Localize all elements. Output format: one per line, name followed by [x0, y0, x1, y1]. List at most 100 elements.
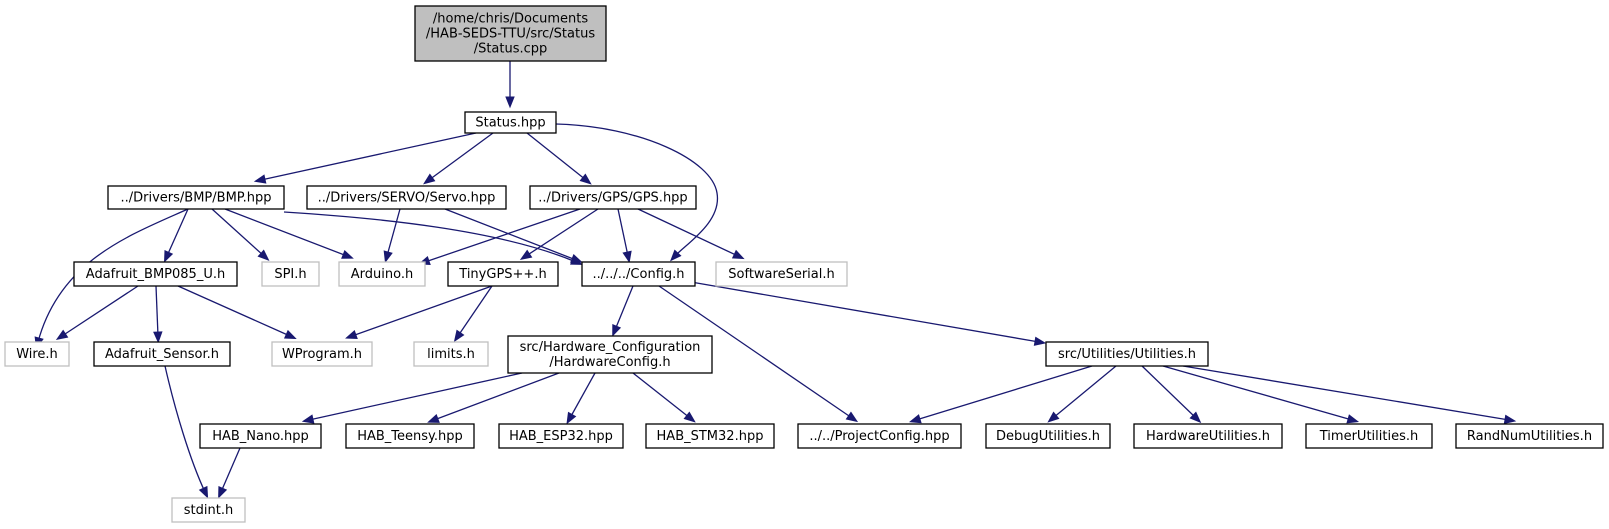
node-label: TinyGPS++.h: [458, 267, 546, 282]
edge-line: [690, 281, 1040, 343]
edge-line: [166, 208, 189, 257]
node-box: [306, 185, 507, 210]
edge-status_hpp-to-gps_hpp: [526, 132, 592, 185]
node-stdint-h: stdint.h: [171, 497, 246, 523]
edge-line: [525, 208, 599, 257]
edge-line: [658, 285, 853, 419]
node-box: [464, 111, 557, 134]
edge-line: [444, 208, 577, 261]
node-box: [1455, 423, 1604, 449]
edge-line: [428, 132, 494, 181]
edge-status_cpp-to-status_hpp: [505, 61, 515, 109]
node-utilities[interactable]: src/Utilities/Utilities.h: [1045, 341, 1209, 367]
node-adafruit-bmp[interactable]: Adafruit_BMP085_U.h: [73, 261, 238, 287]
edge-utilities-to-timerutil: [1162, 365, 1360, 424]
node-label: ../Drivers/GPS/GPS.hpp: [538, 191, 687, 206]
edge-line: [1052, 365, 1117, 419]
edge-line: [224, 208, 348, 257]
arrowhead-icon: [1047, 411, 1060, 423]
node-label: Adafruit_BMP085_U.h: [86, 267, 225, 282]
node-label: /Status.cpp: [474, 42, 548, 57]
edge-config_h-to-utilities: [690, 281, 1047, 346]
node-status-hpp[interactable]: Status.hpp: [464, 111, 557, 134]
node-label: Arduino.h: [351, 267, 413, 282]
edge-line: [351, 285, 493, 337]
edge-adafruit_bmp-to-wprogram: [177, 285, 297, 339]
edge-gps_hpp-to-softserial: [637, 208, 745, 260]
node-hab-esp32[interactable]: HAB_ESP32.hpp: [498, 423, 624, 449]
arrowhead-icon: [153, 331, 163, 344]
node-label: /HAB-SEDS-TTU/src/Status: [426, 27, 595, 42]
edge-status_hpp-to-servo_hpp: [423, 132, 494, 185]
node-label: ../Drivers/BMP/BMP.hpp: [121, 191, 272, 206]
edge-line: [308, 372, 523, 421]
node-box: [645, 423, 775, 449]
arrowhead-icon: [566, 411, 577, 425]
node-adafruit-sensor[interactable]: Adafruit_Sensor.h: [93, 341, 231, 367]
node-tinygps[interactable]: TinyGPS++.h: [447, 261, 559, 287]
edge-utilities-to-randutil: [1182, 365, 1517, 424]
node-hwconfig[interactable]: src/Hardware_Configuration/HardwareConfi…: [507, 335, 713, 374]
edge-servo_hpp-to-arduino_h: [383, 208, 401, 264]
node-label: SPI.h: [274, 267, 306, 282]
edge-servo_hpp-to-config_h: [444, 208, 583, 263]
node-box: [529, 185, 697, 210]
edge-utilities-to-debugutil: [1047, 365, 1117, 423]
node-randutil[interactable]: RandNumUtilities.h: [1455, 423, 1604, 449]
edge-adafruit_bmp-to-wire_h: [55, 285, 139, 341]
node-label: ../../../Config.h: [592, 267, 684, 282]
node-projconfig[interactable]: ../../ProjectConfig.hpp: [797, 423, 962, 449]
node-hwutil[interactable]: HardwareUtilities.h: [1133, 423, 1283, 449]
arrowhead-icon: [198, 485, 209, 499]
node-label: HAB_Teensy.hpp: [357, 429, 463, 444]
arrowhead-icon: [579, 173, 592, 185]
node-spi-h: SPI.h: [261, 261, 320, 287]
edge-hwconfig-to-hab_nano: [301, 372, 523, 424]
edge-status_hpp-to-bmp_hpp: [253, 132, 477, 184]
edge-line: [569, 372, 596, 419]
node-debugutil[interactable]: DebugUtilities.h: [985, 423, 1111, 449]
node-softserial: SoftwareSerial.h: [715, 261, 848, 287]
node-status-cpp[interactable]: /home/chris/Documents/HAB-SEDS-TTU/src/S…: [414, 5, 607, 62]
node-timerutil[interactable]: TimerUtilities.h: [1305, 423, 1433, 449]
edge-line: [433, 372, 560, 421]
edge-adafruit_sensor-to-stdint_h: [164, 365, 209, 499]
edge-line: [61, 285, 139, 337]
node-box: [507, 335, 713, 374]
node-wprogram: WProgram.h: [271, 341, 373, 367]
edge-hwconfig-to-hab_teensy: [427, 372, 560, 423]
node-label: DebugUtilities.h: [996, 429, 1100, 444]
arrowhead-icon: [845, 411, 859, 423]
node-hab-nano[interactable]: HAB_Nano.hpp: [199, 423, 322, 449]
node-hab-teensy[interactable]: HAB_Teensy.hpp: [345, 423, 475, 449]
arrowhead-icon: [283, 329, 297, 339]
node-label: ../Drivers/SERVO/Servo.hpp: [318, 191, 496, 206]
arrowhead-icon: [1346, 414, 1360, 424]
node-limits-h: limits.h: [413, 341, 489, 367]
arrowhead-icon: [383, 250, 393, 264]
node-gps-hpp[interactable]: ../Drivers/GPS/GPS.hpp: [529, 185, 697, 210]
node-box: [1045, 341, 1209, 367]
node-hab-stm32[interactable]: HAB_STM32.hpp: [645, 423, 775, 449]
node-config-h[interactable]: ../../../Config.h: [581, 261, 696, 287]
edge-layer: [34, 61, 1517, 499]
arrowhead-icon: [345, 330, 358, 339]
edge-hab_nano-to-stdint_h: [218, 447, 241, 499]
node-layer: /home/chris/Documents/HAB-SEDS-TTU/src/S…: [4, 5, 1604, 523]
edge-gps_hpp-to-tinygps: [519, 208, 599, 261]
edge-line: [617, 208, 629, 257]
arrowhead-icon: [1503, 414, 1517, 424]
edge-hwconfig-to-hab_stm32: [632, 372, 696, 423]
arrowhead-icon: [423, 173, 436, 185]
node-box: [1305, 423, 1433, 449]
arrowhead-icon: [908, 414, 922, 424]
arrowhead-icon: [505, 96, 515, 109]
edge-line: [1162, 365, 1353, 421]
edge-config_h-to-projconfig: [658, 285, 859, 423]
edge-line: [1182, 365, 1510, 421]
edge-line: [283, 211, 577, 263]
edge-line: [211, 208, 265, 257]
node-bmp-hpp[interactable]: ../Drivers/BMP/BMP.hpp: [107, 185, 285, 210]
node-servo-hpp[interactable]: ../Drivers/SERVO/Servo.hpp: [306, 185, 507, 210]
